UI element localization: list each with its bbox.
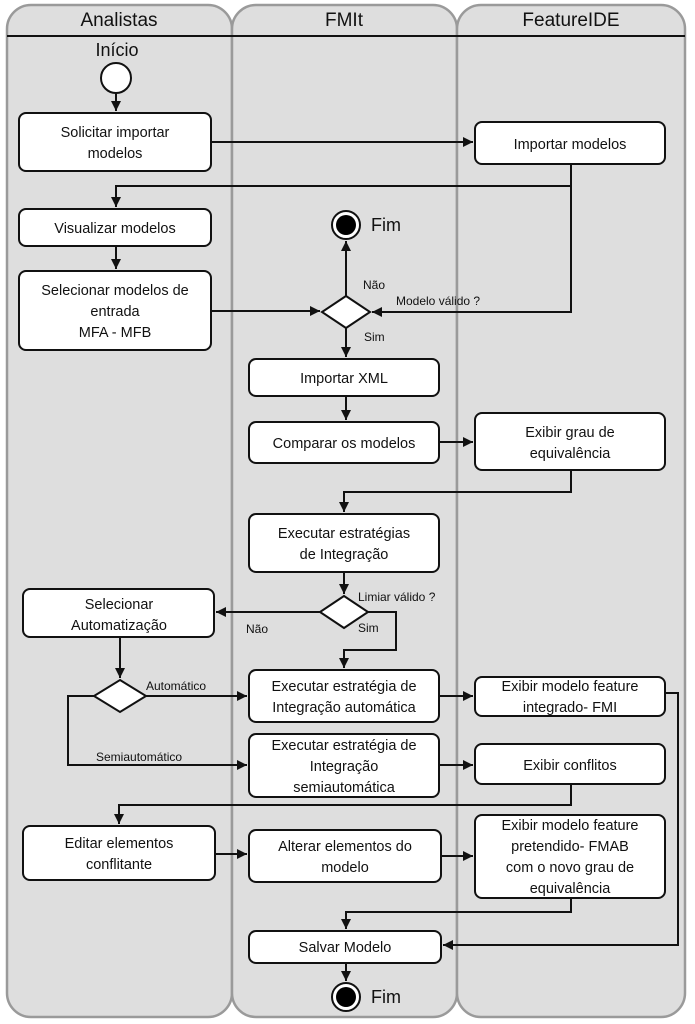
decision-automatizacao (92, 678, 148, 714)
end-label-2: Fim (371, 987, 401, 1007)
svg-text:Visualizar modelos: Visualizar modelos (54, 221, 175, 237)
lane-title-analistas: Analistas (80, 10, 157, 31)
lane-title-featureide: FeatureIDE (522, 10, 619, 31)
label-nao-2: Não (246, 622, 268, 636)
svg-text:Comparar os modelos: Comparar os modelos (273, 436, 416, 452)
svg-text:Salvar Modelo: Salvar Modelo (299, 940, 392, 956)
svg-text:Importar XML: Importar XML (300, 371, 388, 387)
label-sim-1: Sim (364, 330, 385, 344)
decision-limiar-valido (318, 594, 370, 630)
flow-arrows (67, 93, 679, 981)
node-salvar: Salvar Modelo (248, 930, 442, 964)
node-exibir-conflitos: Exibir conflitos (474, 743, 666, 785)
svg-text:Exibir conflitos: Exibir conflitos (523, 758, 616, 774)
lane-title-fmit: FMIt (325, 10, 364, 31)
svg-text:Importar modelos: Importar modelos (514, 137, 627, 153)
node-visualizar: Visualizar modelos (18, 208, 212, 247)
label-limiar-valido: Limiar válido ? (358, 590, 436, 604)
end-node-1 (331, 210, 361, 240)
node-importar-modelos: Importar modelos (474, 121, 666, 165)
label-automatico: Automático (146, 679, 206, 693)
label-modelo-valido: Modelo válido ? (396, 294, 480, 308)
node-importar-xml: Importar XML (248, 358, 440, 397)
end-label-1: Fim (371, 215, 401, 235)
node-comparar: Comparar os modelos (248, 421, 440, 464)
label-semiautomatico: Semiautomático (96, 750, 182, 764)
start-label: Início (95, 40, 138, 60)
label-nao-1: Não (363, 278, 385, 292)
start-node (100, 62, 132, 94)
label-sim-2: Sim (358, 621, 379, 635)
end-node-2 (331, 982, 361, 1012)
